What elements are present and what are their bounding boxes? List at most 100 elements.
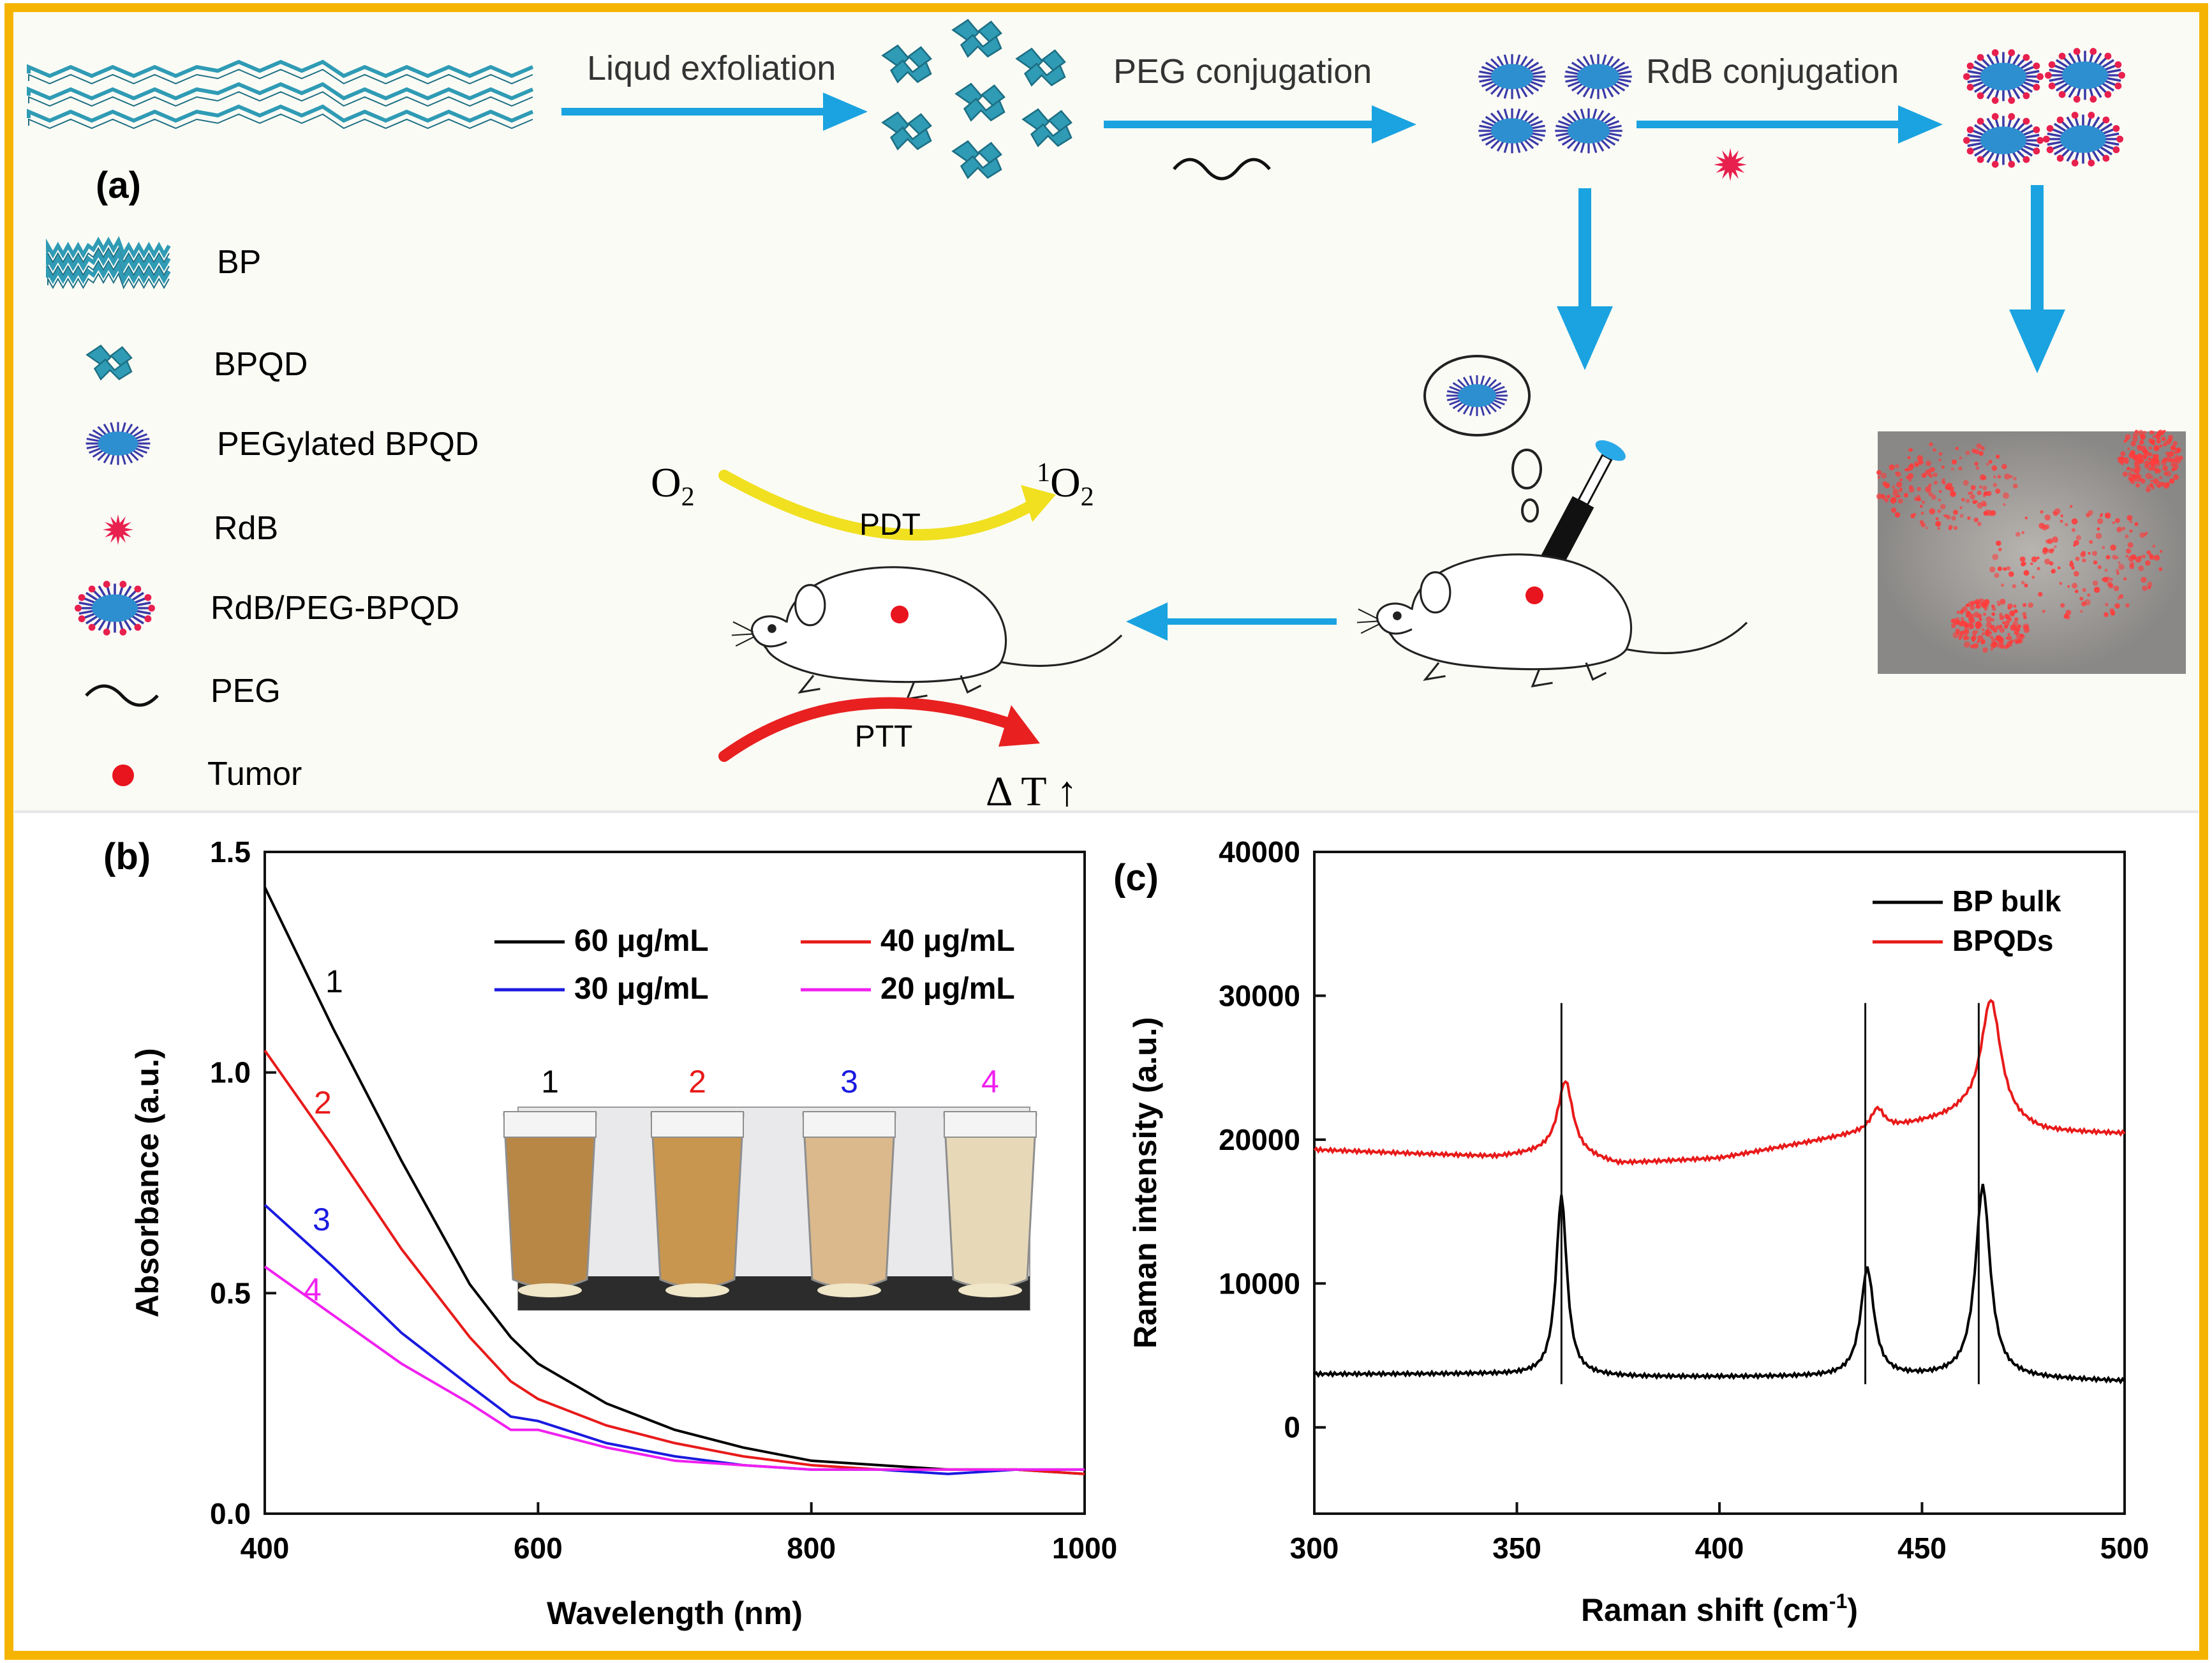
x-tick-label: 350 [1492,1532,1541,1565]
tumor-dot-icon [112,764,134,786]
arrow-exfoliation [561,93,868,131]
legend-label-bp: BP [217,244,261,281]
tube-number-3: 3 [840,1064,858,1100]
arrow-to-therapy [1126,602,1337,641]
step-label-peg: PEG conjugation [1113,52,1372,91]
pdt-arc [718,470,1056,541]
rdb-peg-bpqd-cluster [1963,48,2125,168]
bp-layer-stack [27,59,534,130]
tube-number-1: 1 [541,1064,559,1100]
cell-fluorescence-image [1876,429,2186,674]
x-tick-label: 1000 [1052,1532,1117,1565]
step-label-exfoliation: Liqud exfoliation [587,49,836,87]
legend-label-rdb-peg-bpqd: RdB/PEG-BPQD [211,590,459,627]
legend-entry: 60 μg/mL [574,924,709,958]
arrow-down-injection [1557,188,1613,370]
legend-entry: BP bulk [1952,884,2061,918]
mouse-injected-illustration [1356,553,1748,688]
mouse-treated-illustration [731,566,1123,701]
y-axis-title: Absorbance (a.u.) [130,1048,165,1317]
curve-label-3: 3 [313,1202,330,1237]
x-tick-label: 500 [2100,1532,2149,1565]
x-axis-title: Raman shift (cm-1) [1581,1590,1858,1628]
curve-label-4: 4 [304,1272,322,1308]
pegylated-bpqd-icon [1478,54,1546,100]
bp-bulk-icon [27,59,534,130]
tumor-dot-injection [1525,586,1543,604]
vial-base [518,1283,582,1297]
outer-frame [4,3,2208,1660]
mouse-body [1356,553,1748,688]
y-tick-label: 1.0 [210,1056,251,1089]
x-tick-label: 800 [787,1532,836,1565]
panel-b-label-box [89,820,160,890]
x-tick-label: 450 [1897,1532,1947,1565]
vial-cap-band [651,1111,744,1138]
vial [943,1112,1037,1288]
legend-label-peg: PEG [211,673,281,710]
rdb-peg-bpqd-icon [2043,112,2123,167]
legend-entry: 40 μg/mL [880,924,1015,958]
vial [503,1112,597,1288]
legend-label-rdb: RdB [214,510,278,547]
bpqd-icon [85,345,133,381]
y-tick-label: 40000 [1219,835,1300,869]
x-axis-title: Wavelength (nm) [547,1595,803,1631]
rdb-star-icon [103,514,133,545]
legend-entry: 30 μg/mL [574,972,709,1006]
x-tick-label: 400 [241,1532,290,1565]
tube-number-4: 4 [981,1064,999,1100]
absorbance-series-line [264,1204,1085,1475]
legend-entry: BPQDs [1952,924,2053,957]
curve-label-1: 1 [325,964,343,999]
legend-label-tumor: Tumor [207,756,302,793]
arrow-rdb [1637,105,1943,144]
bp-layers-icon [46,235,171,290]
singlet-oxygen-label: 1O2 [1037,458,1094,512]
vial [802,1112,896,1288]
absorbance-series-line [264,1265,1085,1471]
peg-wave-icon [85,684,159,707]
rdb-star-icon [103,514,133,545]
y-tick-label: 0.5 [210,1276,251,1309]
pegylated-bpqd-cluster [1478,54,1632,154]
bpqd-icon [85,345,133,381]
plot-area [1313,851,2126,1515]
raman-series-line [1313,1183,2126,1385]
arrow-down-imaging [2009,185,2065,373]
legend-label-bpqd: BPQD [214,346,308,383]
peg-wave-icon [1173,158,1271,181]
bpqd-cluster [881,19,1073,179]
ptt-arc [718,697,1040,762]
x-tick-label: 400 [1695,1532,1744,1565]
arrow-peg [1104,105,1416,144]
tumor-dot-treated [891,606,909,623]
panel-a-legend: BP BPQD PEGylated BPQD RdB RdB/PEG-BPQD … [46,235,479,793]
vial [650,1112,745,1288]
rdb-star-icon [1714,148,1747,181]
pegylated-bpqd-icon [1478,108,1546,154]
rdb-peg-bpqd-icon [2045,48,2125,103]
vial-cap-band [503,1111,597,1138]
ptt-label: PTT [855,720,913,754]
rdb-peg-bpqd-icon [1963,113,2044,168]
pegylated-bpqd-icon [85,422,151,465]
legend-entry: 20 μg/mL [880,972,1015,1006]
pegylated-bpqd-icon [1446,375,1508,416]
vial-cap-band [803,1111,896,1138]
vial-cap-band [944,1111,1037,1138]
pdt-label: PDT [859,508,921,542]
bp-layer-stack [46,235,171,290]
o2-left-label: O2 [651,459,695,512]
y-tick-label: 10000 [1219,1267,1300,1300]
y-tick-label: 0 [1284,1411,1300,1444]
bpqd-icon [1021,108,1073,147]
vial-base [817,1283,881,1297]
y-tick-label: 30000 [1219,979,1300,1012]
panel-a-background [14,13,2199,810]
panel-c-label: (c) [1113,857,1159,899]
bpqd-icon [881,111,932,151]
